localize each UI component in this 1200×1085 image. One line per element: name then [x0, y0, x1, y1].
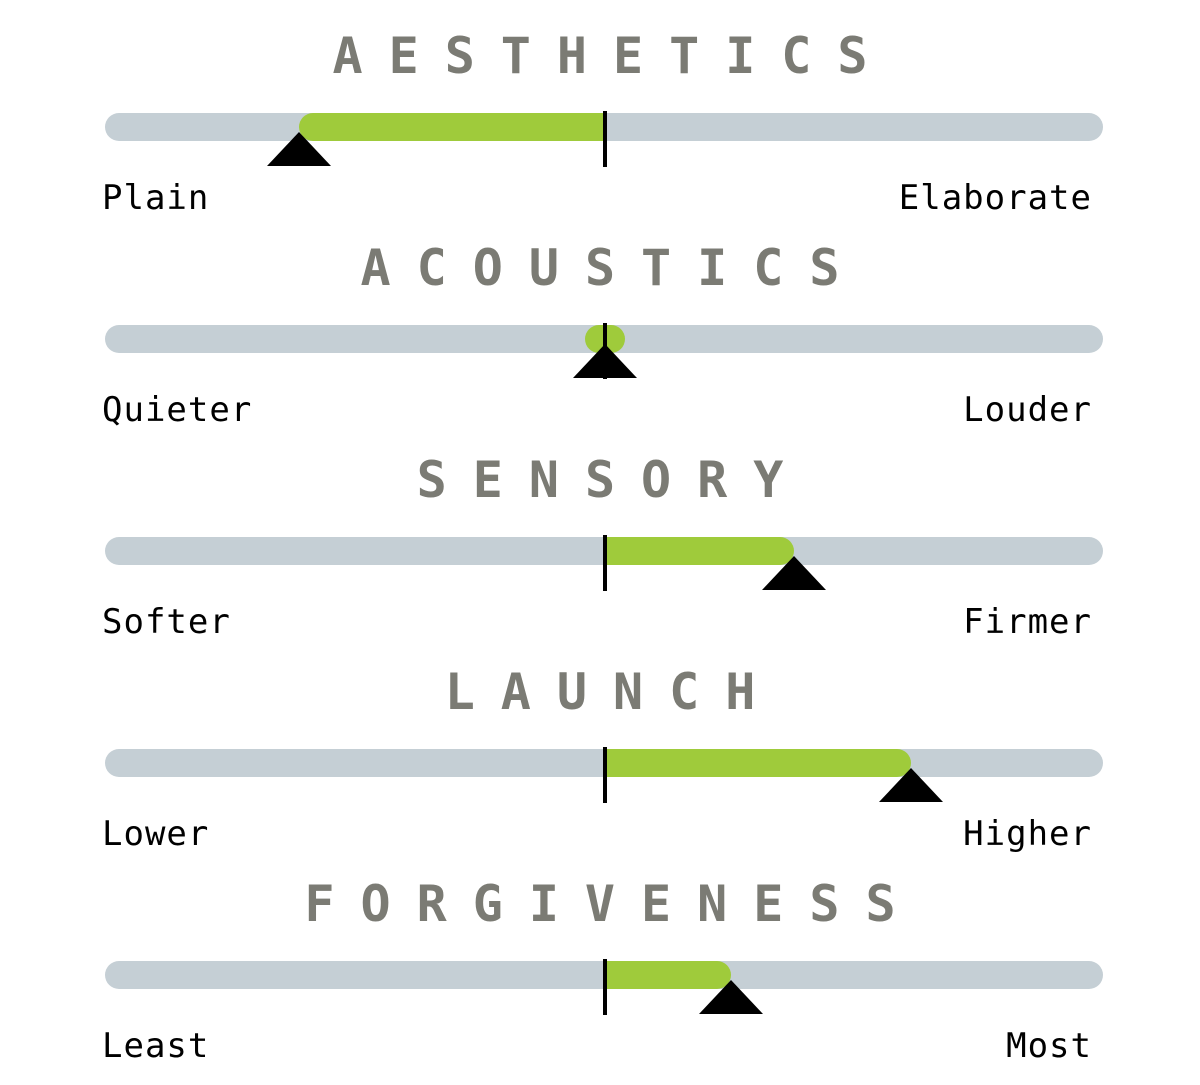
slider-min-label: Lower	[102, 814, 210, 854]
slider-min-label: Plain	[102, 178, 210, 218]
slider-aesthetics: AESTHETICS Plain Elaborate	[0, 0, 1200, 218]
slider-max-label: Most	[1006, 1026, 1092, 1066]
slider-max-label: Higher	[963, 814, 1092, 854]
slider-marker-triangle[interactable]	[573, 344, 637, 378]
slider-fill	[605, 749, 911, 777]
slider-title: LAUNCH	[444, 663, 782, 721]
slider-title: AESTHETICS	[332, 27, 894, 85]
center-tick	[603, 111, 607, 167]
slider-sensory: SENSORY Softer Firmer	[0, 424, 1200, 642]
slider-marker-triangle[interactable]	[762, 556, 827, 590]
slider-min-label: Least	[102, 1026, 210, 1066]
slider-launch: LAUNCH Lower Higher	[0, 636, 1200, 854]
center-tick	[603, 959, 607, 1015]
slider-forgiveness: FORGIVENESS Least Most	[0, 848, 1200, 1066]
slider-min-label: Quieter	[102, 390, 253, 430]
slider-marker-triangle[interactable]	[699, 980, 764, 1014]
slider-max-label: Louder	[963, 390, 1092, 430]
slider-min-label: Softer	[102, 602, 231, 642]
slider-acoustics: ACOUSTICS Quieter Louder	[0, 212, 1200, 430]
slider-title: ACOUSTICS	[360, 239, 866, 297]
center-tick	[603, 747, 607, 803]
center-tick	[603, 535, 607, 591]
slider-marker-triangle[interactable]	[267, 132, 332, 166]
slider-title: FORGIVENESS	[304, 875, 922, 933]
slider-fill	[299, 113, 605, 141]
slider-title: SENSORY	[416, 451, 810, 509]
slider-marker-triangle[interactable]	[878, 768, 943, 802]
slider-max-label: Elaborate	[898, 178, 1092, 218]
slider-max-label: Firmer	[963, 602, 1092, 642]
